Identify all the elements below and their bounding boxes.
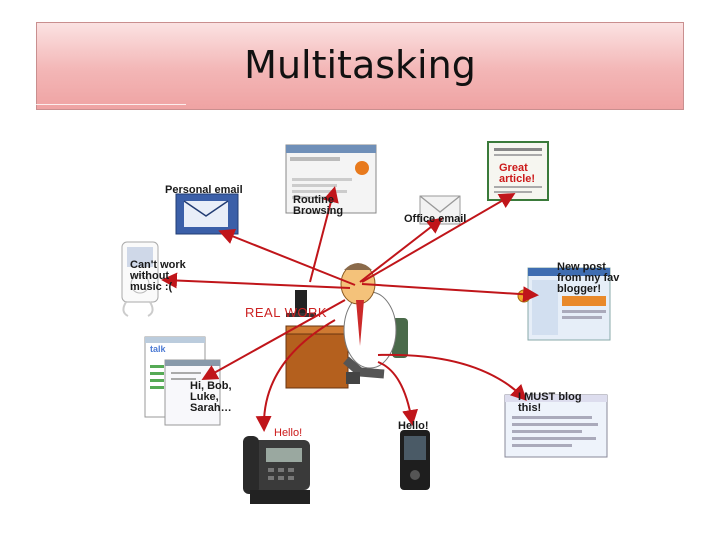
arrow-to-browsing xyxy=(309,186,339,283)
music-player-icon xyxy=(121,241,159,317)
blog-post-screenshot-icon xyxy=(517,267,611,341)
mobile-phone-icon xyxy=(400,430,430,490)
chat-window-icon xyxy=(144,336,221,426)
arrow-to-office-email xyxy=(359,217,444,283)
arrow-to-mobile xyxy=(377,361,419,426)
office-worker-illustration xyxy=(285,263,408,389)
blog-post-label: New post from my fav blogger! xyxy=(557,261,620,295)
browser-window-icon xyxy=(285,144,377,214)
arrow-to-blog xyxy=(377,353,527,401)
routine-browsing-label: Routine Browsing xyxy=(293,194,344,217)
article-document-icon xyxy=(487,141,549,201)
music-label: Can't work without music :( xyxy=(130,259,186,293)
title-underline xyxy=(36,104,186,105)
blog-editor-screenshot-icon xyxy=(504,394,608,458)
office-email-label: Office email xyxy=(404,213,467,225)
mobile-phone-label: Hello! xyxy=(398,420,429,432)
blog-label: I MUST blog this! xyxy=(518,391,582,414)
arrow-to-personal-email xyxy=(218,229,356,286)
arrow-to-article xyxy=(361,192,516,283)
arrows xyxy=(161,186,539,432)
chat-brand: talk xyxy=(150,344,166,354)
desk-phone-label: Hello! xyxy=(274,427,303,439)
personal-email-icon xyxy=(175,193,239,235)
title-banner: Multitasking xyxy=(36,22,684,110)
personal-email-label: Personal email xyxy=(165,184,243,196)
chat-label: Hi, Bob, Luke, Sarah… xyxy=(190,380,232,414)
real-work-label: REAL WORK xyxy=(245,305,328,320)
desk-phone-icon xyxy=(243,436,310,504)
arrow-to-desk-phone xyxy=(255,319,336,432)
arrow-to-blog-post xyxy=(361,283,539,303)
slide-title: Multitasking xyxy=(244,43,476,87)
great-article-label: Great article! xyxy=(499,162,536,185)
arrow-to-chat xyxy=(201,299,346,380)
arrow-to-music xyxy=(161,272,351,289)
